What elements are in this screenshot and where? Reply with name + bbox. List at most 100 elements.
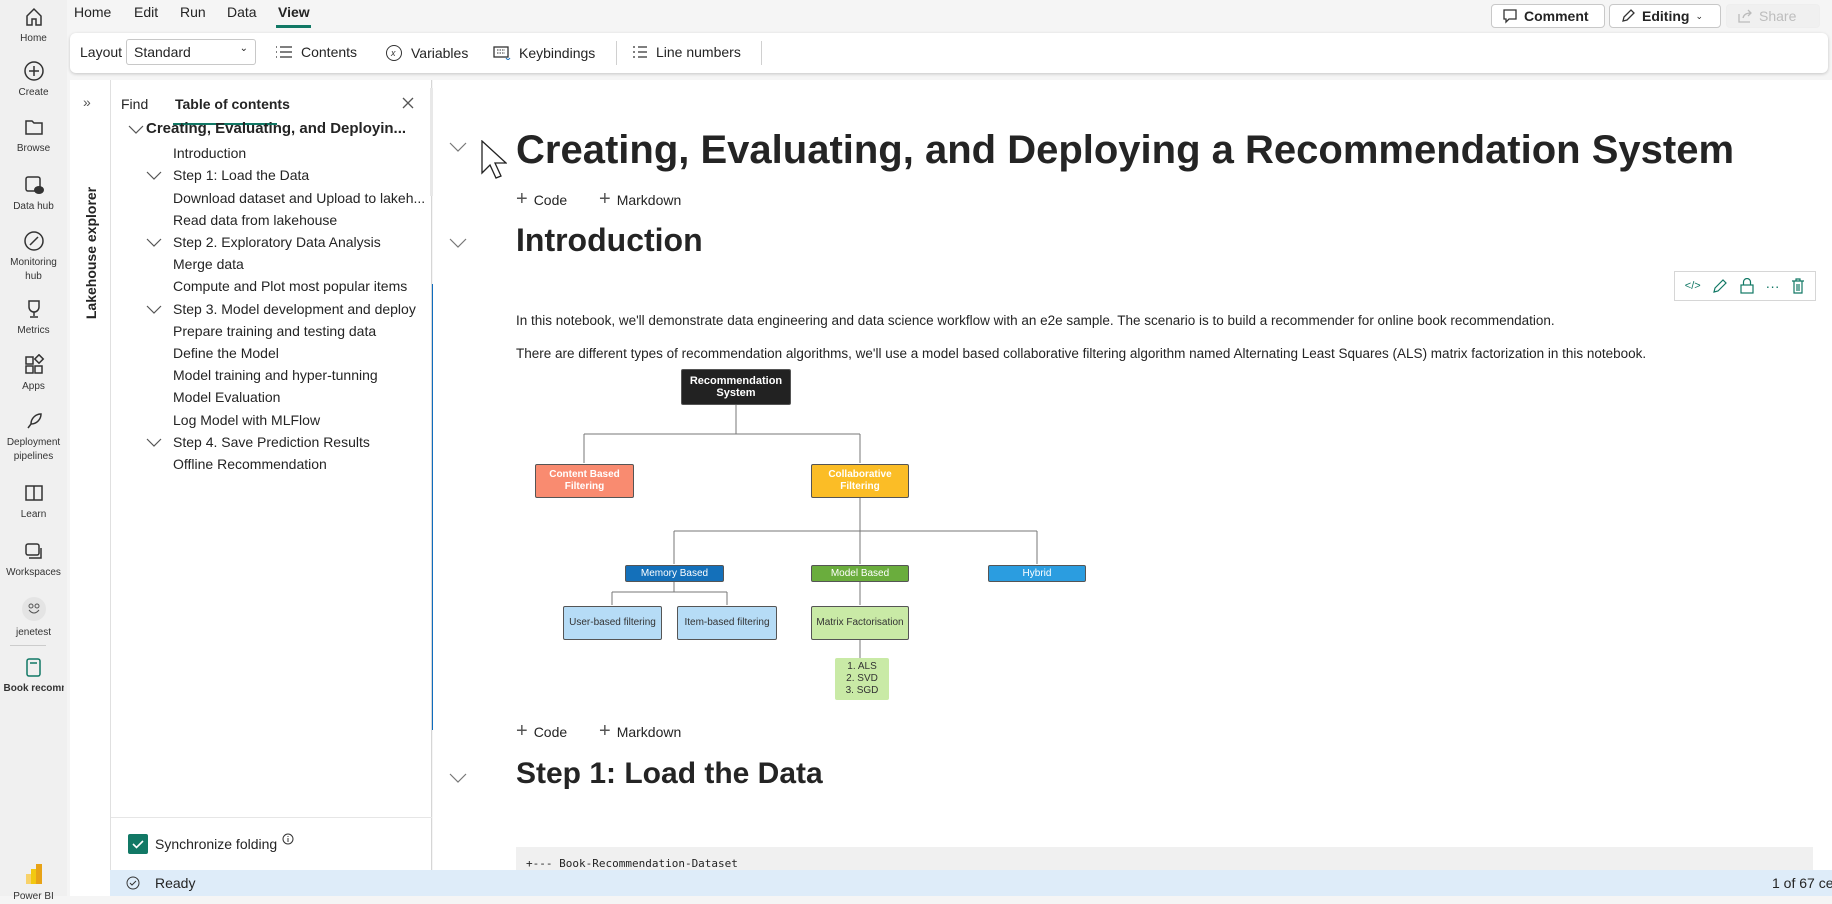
lakehouse-explorer-strip: » Lakehouse explorer	[70, 80, 111, 896]
nav-learn[interactable]: Learn	[0, 482, 67, 522]
synchronize-folding-checkbox[interactable]	[128, 834, 148, 854]
cell-toolbar: </> ···	[1674, 271, 1816, 301]
close-icon[interactable]	[401, 96, 415, 110]
layout-label: Layout	[80, 44, 123, 60]
toc-item[interactable]: Model Evaluation	[173, 388, 280, 406]
node-collaborative-filtering: Collaborative Filtering	[811, 464, 909, 498]
toc-item[interactable]: Step 1: Load the Data	[146, 166, 309, 184]
add-code-cell-button[interactable]: +Code	[516, 720, 568, 742]
toc-item[interactable]: Creating, Evaluating, and Deployin...	[128, 120, 406, 138]
plus-icon: +	[599, 720, 611, 742]
rocket-icon	[26, 413, 42, 429]
toc-item-label: Download dataset and Upload to lakeh...	[173, 189, 426, 206]
menu-tab-data[interactable]: Data	[227, 4, 257, 20]
toc-item-label: Step 2. Exploratory Data Analysis	[173, 234, 381, 250]
collapse-chevron-icon[interactable]	[449, 142, 467, 152]
toc-collapse-chevron-icon[interactable]	[146, 238, 162, 248]
code-icon[interactable]: </>	[1684, 280, 1701, 292]
monitoring-icon	[23, 231, 44, 251]
toc-item[interactable]: Download dataset and Upload to lakeh...	[173, 189, 425, 207]
toc-item[interactable]: Step 2. Exploratory Data Analysis	[146, 233, 381, 251]
intro-paragraph-1: In this notebook, we'll demonstrate data…	[516, 313, 1555, 328]
info-icon[interactable]	[282, 833, 294, 845]
nav-data-hub[interactable]: Data hub	[0, 174, 67, 214]
add-code-cell-button[interactable]: +Code	[516, 188, 568, 210]
tab-table-of-contents[interactable]: Table of contents	[175, 96, 290, 112]
toc-item[interactable]: Read data from lakehouse	[173, 211, 337, 229]
toc-item-label: Prepare training and testing data	[173, 322, 377, 339]
plus-icon: +	[516, 188, 528, 210]
toc-item-label: Offline Recommendation	[173, 456, 327, 472]
collapse-chevron-icon[interactable]	[449, 773, 467, 783]
plus-icon: +	[516, 720, 528, 742]
nav-metrics[interactable]: Metrics	[0, 298, 67, 338]
nav-browse[interactable]: Browse	[0, 116, 67, 156]
add-markdown-cell-button[interactable]: +Markdown	[599, 720, 682, 742]
line-numbers-button[interactable]: Line numbers	[632, 44, 741, 60]
nav-workspaces[interactable]: Workspaces	[0, 540, 67, 580]
toc-item[interactable]: Log Model with MLFlow	[173, 411, 320, 429]
toc-collapse-chevron-icon[interactable]	[128, 125, 144, 135]
notebook-title: Creating, Evaluating, and Deploying a Re…	[516, 128, 1735, 172]
left-nav-rail: Home Create Browse Data hub Monitoring h…	[0, 0, 67, 902]
layout-select[interactable]: Standard⌄	[126, 39, 256, 65]
add-markdown-cell-button[interactable]: +Markdown	[599, 188, 682, 210]
menu-tab-home[interactable]: Home	[74, 4, 112, 20]
toc-item[interactable]: Step 4. Save Prediction Results	[146, 433, 370, 451]
keybindings-button[interactable]: Keybindings	[493, 44, 595, 62]
comment-icon	[1503, 9, 1517, 24]
comment-button[interactable]: Comment	[1491, 4, 1605, 28]
toc-collapse-chevron-icon[interactable]	[146, 305, 162, 315]
contents-button[interactable]: Contents	[275, 44, 357, 60]
node-memory-based: Memory Based	[625, 565, 724, 582]
toc-item[interactable]: Introduction	[173, 144, 246, 162]
nav-book-recommendation[interactable]: Book recomme...	[0, 656, 67, 696]
lock-icon[interactable]	[1740, 278, 1754, 294]
nav-apps[interactable]: Apps	[0, 354, 67, 394]
collapse-chevron-icon[interactable]	[449, 238, 467, 248]
expand-panel-icon[interactable]: »	[83, 94, 91, 110]
node-recommendation-system: Recommendation System	[681, 369, 791, 405]
power-bi-logo-icon	[25, 864, 42, 884]
lakehouse-explorer-tab[interactable]: Lakehouse explorer	[83, 186, 99, 320]
toc-item[interactable]: Define the Model	[173, 344, 279, 362]
toc-item[interactable]: Offline Recommendation	[173, 455, 327, 473]
more-options-icon[interactable]: ···	[1765, 278, 1780, 294]
toc-item[interactable]: Compute and Plot most popular items	[173, 277, 407, 295]
nav-deployment-pipelines[interactable]: Deployment pipelines	[0, 410, 67, 464]
toc-collapse-chevron-icon[interactable]	[146, 171, 162, 181]
nav-power-bi[interactable]: Power BI	[0, 862, 67, 904]
node-content-based-filtering: Content Based Filtering	[535, 464, 634, 498]
pencil-icon[interactable]	[1712, 278, 1728, 294]
share-button[interactable]: Share	[1726, 4, 1820, 28]
delete-icon[interactable]	[1791, 278, 1805, 294]
menu-tab-run[interactable]: Run	[180, 4, 206, 20]
toc-panel: Find Table of contents Creating, Evaluat…	[111, 80, 432, 870]
mouse-cursor-icon	[481, 140, 507, 179]
checkmark-icon	[132, 840, 144, 849]
toc-item[interactable]: Merge data	[173, 255, 244, 273]
toc-item[interactable]: Step 3. Model development and deploy	[146, 300, 416, 318]
toc-item-label: Define the Model	[173, 345, 279, 361]
menu-tab-edit[interactable]: Edit	[134, 4, 159, 20]
nav-workspace-jenetest[interactable]: jenetest	[0, 596, 67, 640]
nav-home[interactable]: Home	[0, 6, 67, 46]
toc-item-label: Step 3. Model development and deploy	[173, 300, 416, 317]
book-open-icon	[24, 485, 43, 501]
pencil-icon	[1622, 9, 1635, 22]
toc-item-label: Creating, Evaluating, and Deployin...	[146, 120, 407, 137]
nav-create[interactable]: Create	[0, 60, 67, 100]
nav-monitoring-hub[interactable]: Monitoring hub	[0, 230, 67, 284]
toc-collapse-chevron-icon[interactable]	[146, 438, 162, 448]
menu-tab-view[interactable]: View	[278, 4, 310, 20]
toc-item-label: Model training and hyper-tunning	[173, 367, 378, 384]
code-line: +--- Book-Recommendation-Dataset	[526, 857, 738, 870]
tab-find[interactable]: Find	[121, 96, 149, 112]
active-tab-indicator	[173, 123, 277, 125]
toc-item[interactable]: Prepare training and testing data	[173, 322, 376, 340]
toc-scrollbar[interactable]	[430, 88, 433, 196]
toc-item[interactable]: Model training and hyper-tunning	[173, 366, 378, 384]
workspaces-icon	[24, 543, 42, 559]
editing-mode-dropdown[interactable]: Editing⌄	[1609, 4, 1721, 28]
